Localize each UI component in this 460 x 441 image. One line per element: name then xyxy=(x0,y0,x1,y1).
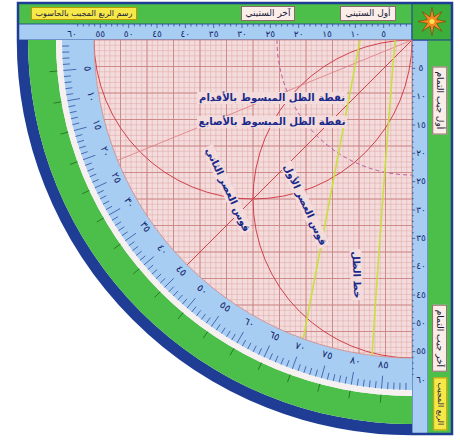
cosine-circle xyxy=(253,40,460,358)
scale-number: ٨٥ xyxy=(378,359,390,371)
scale-number: ٦٥ xyxy=(267,328,282,343)
scale-number: ٢٠ xyxy=(294,29,304,39)
scale-number: ٥٥ xyxy=(416,346,426,356)
scale-number: ١٠ xyxy=(416,91,426,101)
scale-number: ٢٥ xyxy=(109,170,124,185)
degree-ticks xyxy=(62,46,406,390)
scale-number: ٣٥ xyxy=(137,219,153,234)
grid-lines xyxy=(94,40,412,358)
scale-number: ١٠ xyxy=(84,90,97,103)
scale-number: ٥٥ xyxy=(95,29,105,39)
scale-number: ٦٠ xyxy=(416,375,426,385)
top-green-strip xyxy=(18,3,452,24)
box-text: أول الستيني xyxy=(345,8,390,19)
line-label: قوس العصر الأول xyxy=(280,161,329,249)
scale-number: ٤٠ xyxy=(180,29,190,39)
scale-number: ٦٠ xyxy=(67,29,77,39)
label-box: رسم الربع المجيب بالحاسوب xyxy=(31,7,138,21)
label-box: أول الستيني xyxy=(340,6,395,21)
scale-number: ٣٠ xyxy=(122,195,137,210)
scale-number: ٥ xyxy=(419,63,424,73)
scale-number: ٥٠ xyxy=(416,318,426,328)
line-label: نقطة الظل المبسوط بالأصابع xyxy=(197,116,348,128)
asr-curve xyxy=(372,40,395,356)
scale-number: ٢٠ xyxy=(98,144,112,158)
compass-rose xyxy=(418,8,446,36)
scale-number: ٥٠ xyxy=(124,29,134,39)
line-label: قوس العصر الثاني xyxy=(203,144,254,235)
box-text: آخر الستيني xyxy=(246,8,291,19)
right-ruler xyxy=(412,40,428,434)
green-band xyxy=(28,40,412,424)
box-text: الربع المجيب xyxy=(435,383,445,426)
scale-number: ٨٠ xyxy=(349,354,362,367)
scale-number: ٣٥ xyxy=(416,233,426,243)
scale-number: ٣٠ xyxy=(237,29,247,39)
scale-number: ٤٥ xyxy=(152,29,162,39)
scale-number: ٤٠ xyxy=(154,242,170,258)
scale-number: ٥٠ xyxy=(195,282,211,298)
scale-number: ٧٠ xyxy=(293,339,307,353)
box-text: رسم الربع المجيب بالحاسوب xyxy=(36,9,133,19)
label-box: آخر جيب التمام xyxy=(433,304,448,371)
ruler-ticks xyxy=(78,24,416,374)
asr-curve xyxy=(300,40,360,356)
grid-border xyxy=(94,40,412,358)
scale-number: ٣٠ xyxy=(416,205,426,215)
scale-number: ١٥ xyxy=(416,120,426,130)
scale-number: ٥ xyxy=(381,29,386,39)
label-box: أول جيب التمام xyxy=(433,66,448,134)
scale-number: ٥٥ xyxy=(217,299,232,315)
sine-circle xyxy=(94,0,412,199)
line-label: خط الظل xyxy=(350,249,363,301)
scale-number: ٧٥ xyxy=(321,348,334,362)
grid-ground xyxy=(94,40,412,358)
degree-band xyxy=(62,40,412,390)
compass-center xyxy=(430,19,435,24)
scale-number: ١٠ xyxy=(350,29,360,39)
scale-number: ٦٠ xyxy=(241,315,256,330)
top-ruler xyxy=(18,24,412,40)
scale-number: ٢٥ xyxy=(265,29,275,39)
box-text: أول جيب التمام xyxy=(435,71,446,129)
label-box: الربع المجيب xyxy=(433,378,447,431)
scale-number: ٤٥ xyxy=(416,290,426,300)
outer-rim xyxy=(18,40,412,434)
diagonal-line xyxy=(187,40,412,265)
right-green-strip xyxy=(428,40,452,434)
label-box: آخر الستيني xyxy=(241,6,296,21)
scale-number: ٣٥ xyxy=(209,29,219,39)
white-band xyxy=(56,40,412,396)
green-ticks xyxy=(49,71,381,403)
scale-number: ٢٠ xyxy=(416,148,426,158)
corner-box xyxy=(412,3,452,40)
grid-major-lines xyxy=(94,40,412,358)
horizon-line xyxy=(94,40,412,170)
box-text: آخر جيب التمام xyxy=(435,309,446,366)
scale-number: ٤٠ xyxy=(416,261,426,271)
instrument-outline xyxy=(18,3,452,434)
line-label: نقطة الظل المبسوط بالأقدام xyxy=(197,92,347,104)
scale-number: ١٥ xyxy=(90,118,104,131)
scale-number: ١٥ xyxy=(322,29,332,39)
scale-number: ٥ xyxy=(81,65,93,71)
scale-number: ٤٥ xyxy=(174,263,190,279)
scale-number: ٢٥ xyxy=(416,176,426,186)
